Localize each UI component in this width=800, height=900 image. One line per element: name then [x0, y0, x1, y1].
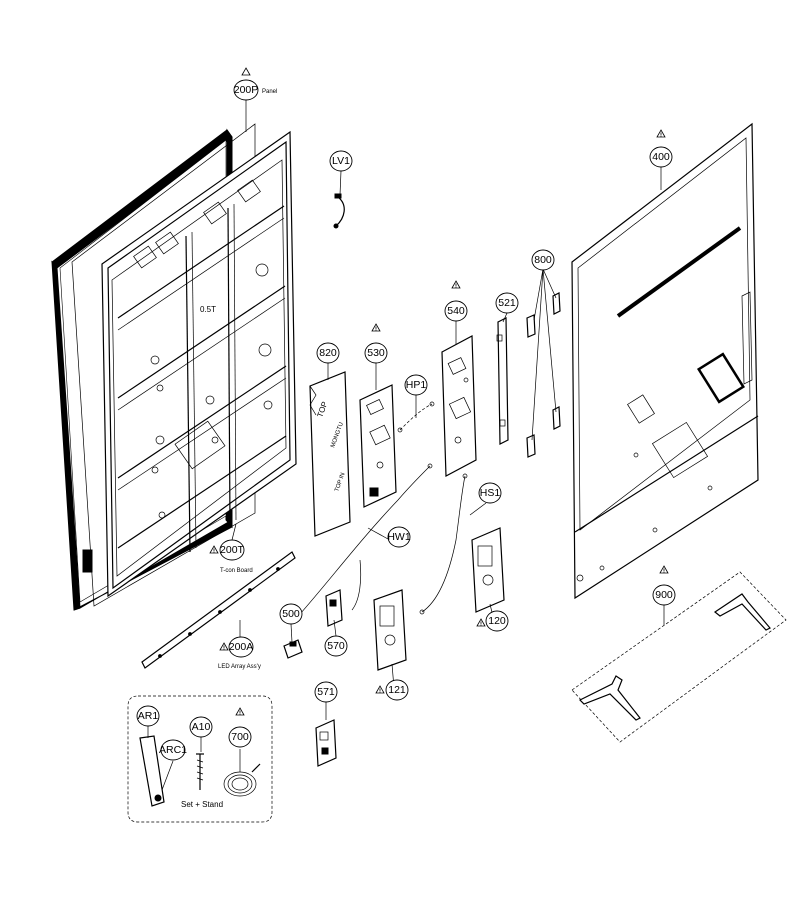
speaker-left [373, 589, 407, 671]
callout-LV1-text: LV1 [332, 155, 350, 167]
stand-feet [571, 571, 787, 743]
warning-icon-700: ! [235, 707, 245, 717]
callout-530: 530 [364, 342, 388, 364]
callout-200A-text: 200A [229, 641, 254, 653]
callout-200P: 200P [233, 79, 259, 101]
callout-121: 121 [385, 679, 409, 701]
warning-icon-200A: ! [219, 642, 229, 652]
callout-200A: 200A [228, 636, 254, 658]
callout-200T-text: 200T [220, 544, 245, 556]
warning-icon-530: ! [371, 323, 381, 333]
wire-harnesses [299, 463, 468, 615]
warning-icon-400: ! [656, 129, 666, 139]
callout-900-text: 900 [655, 589, 673, 601]
warning-icon-121: ! [375, 685, 385, 695]
callout-ARC1-text: ARC1 [159, 744, 187, 756]
warning-icon-200T: ! [209, 545, 219, 555]
callout-820: 820 [316, 342, 340, 364]
svg-text:!: ! [480, 622, 482, 628]
svg-text:!: ! [375, 327, 377, 333]
caption-led: LED Array Ass'y [218, 664, 261, 670]
callout-200P-text: 200P [234, 84, 259, 96]
callout-500-text: 500 [282, 608, 300, 620]
callout-820-text: 820 [319, 347, 337, 359]
main-board [441, 335, 477, 477]
callout-521-text: 521 [498, 297, 516, 309]
callout-HW1-text: HW1 [387, 531, 410, 543]
svg-text:!: ! [660, 133, 662, 139]
caption-set-stand: Set + Stand [181, 800, 223, 809]
svg-text:!: ! [223, 646, 225, 652]
warning-icon-900: ! [659, 565, 669, 575]
callout-121-text: 121 [388, 684, 406, 696]
ir-unit [283, 639, 303, 659]
callout-HS1: HS1 [478, 482, 502, 504]
back-cover [571, 122, 759, 600]
callout-AR1: AR1 [136, 705, 160, 727]
callout-200T: 200T [219, 539, 245, 561]
warning-icon-120: ! [476, 618, 486, 628]
callout-HP1-text: HP1 [406, 379, 427, 391]
led-array-bar [141, 551, 296, 669]
callout-571: 571 [314, 681, 338, 703]
callout-800: 800 [531, 249, 555, 271]
callout-571-text: 571 [317, 686, 335, 698]
warning-icon-200P [241, 67, 251, 76]
callout-570-text: 570 [327, 640, 345, 652]
callout-HP1: HP1 [404, 374, 428, 396]
speaker-right [471, 527, 505, 613]
hp1-cable [397, 401, 435, 433]
label-sheet: TOP MONGTU TOP IN [309, 371, 351, 537]
warning-icon-540: ! [451, 280, 461, 290]
callout-900: 900 [652, 584, 676, 606]
caption-panel: Panel [262, 89, 277, 95]
svg-text:!: ! [213, 549, 215, 555]
callout-A10-text: A10 [192, 721, 211, 733]
callout-570: 570 [324, 635, 348, 657]
lvds-cable [333, 193, 345, 229]
leader-lines [147, 100, 665, 791]
callout-500: 500 [279, 603, 303, 625]
callout-ARC1: ARC1 [159, 739, 187, 761]
small-board-571 [315, 719, 337, 767]
callout-521: 521 [495, 292, 519, 314]
wall-brackets [526, 292, 561, 458]
callout-540: 540 [444, 300, 468, 322]
svg-text:!: ! [455, 284, 457, 290]
callout-800-text: 800 [534, 254, 552, 266]
small-board-570 [325, 589, 343, 627]
callout-LV1: LV1 [329, 150, 353, 172]
callout-400: 400 [649, 146, 673, 168]
callout-700-text: 700 [231, 731, 249, 743]
caption-tcon: T-con Board [220, 568, 253, 574]
callout-HW1: HW1 [387, 526, 411, 548]
svg-text:!: ! [379, 689, 381, 695]
svg-text:!: ! [663, 569, 665, 575]
callout-120-text: 120 [488, 615, 506, 627]
callout-530-text: 530 [367, 347, 385, 359]
board-bracket [496, 317, 509, 445]
backlight-chassis: 0.5T [101, 130, 297, 598]
callout-540-text: 540 [447, 305, 465, 317]
callout-A10: A10 [189, 716, 213, 738]
panel-thickness-mark: 0.5T [200, 305, 216, 314]
callout-400-text: 400 [652, 151, 670, 163]
svg-text:!: ! [239, 711, 241, 717]
warning-symbols: ! ! ! ! ! ! ! ! ! [209, 67, 669, 717]
accessories-group [127, 695, 273, 823]
callout-AR1-text: AR1 [138, 710, 159, 722]
callout-HS1-text: HS1 [480, 487, 501, 499]
power-board [359, 384, 397, 508]
panel-sheet [71, 123, 256, 607]
callout-700: 700 [228, 726, 252, 748]
callout-120: 120 [485, 610, 509, 632]
